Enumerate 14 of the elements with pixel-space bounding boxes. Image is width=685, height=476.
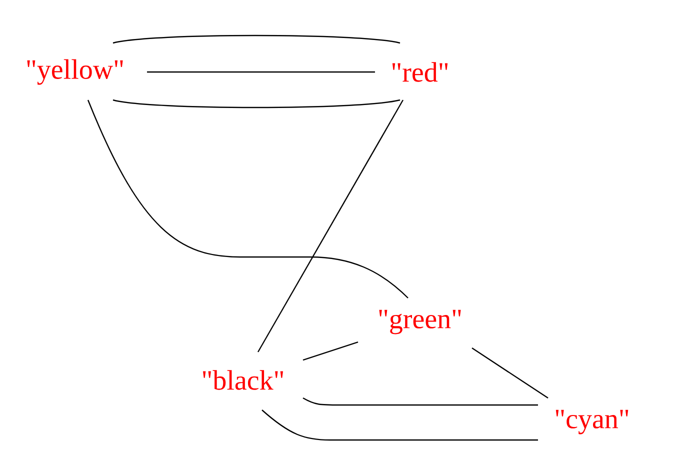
node-label: "cyan" (556, 410, 628, 434)
connector-line (112, 99, 400, 108)
connector-line (302, 341, 358, 361)
node-label: "green" (379, 310, 461, 334)
connector-line (472, 348, 548, 399)
node-label: "yellow" (27, 59, 123, 85)
connector-line (302, 397, 538, 406)
node-label: "red" (392, 62, 448, 82)
connector-line (147, 71, 375, 73)
connector-line (112, 34, 400, 44)
connector-line (262, 410, 538, 441)
node-label: "black" (203, 370, 284, 390)
connector-line (257, 100, 404, 352)
connector-line (87, 100, 408, 298)
